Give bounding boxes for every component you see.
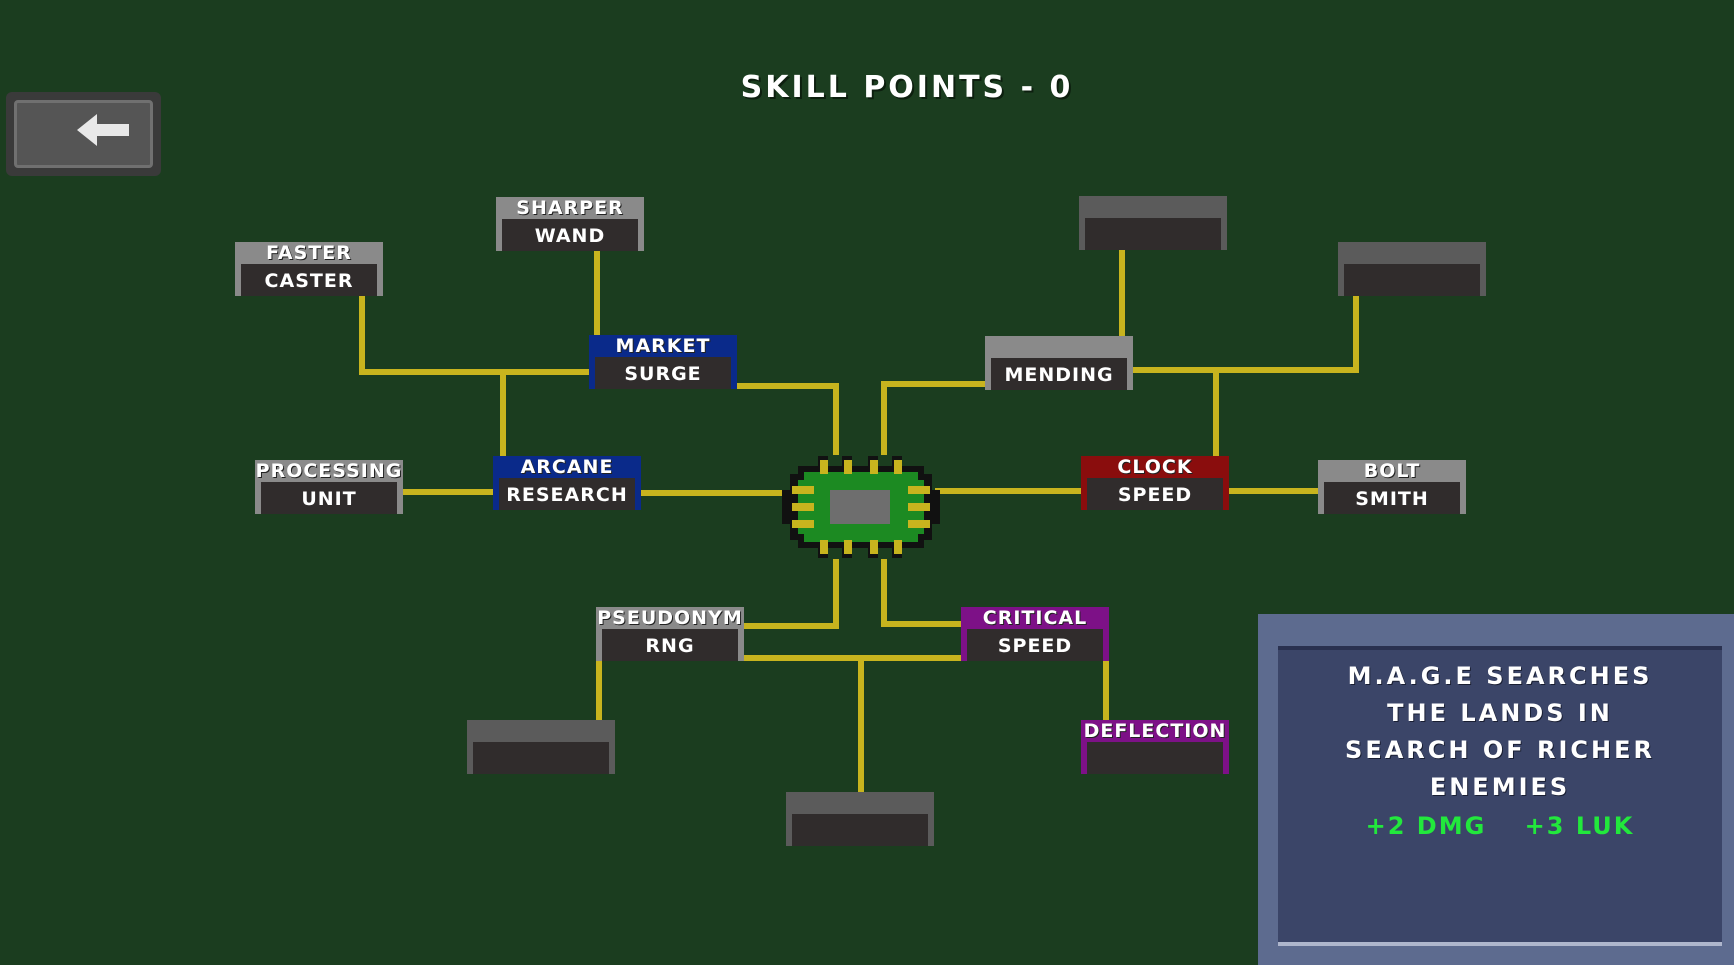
- skill-label-bottom: SPEED: [1087, 478, 1223, 510]
- skill-info-content: M.A.G.E SEARCHES THE LANDS IN SEARCH OF …: [1278, 646, 1722, 946]
- skill-label-top: DEFLECTION: [1083, 720, 1227, 742]
- skill-label-bottom: SPEED: [967, 629, 1103, 661]
- skill-slot-empty: [1344, 264, 1480, 296]
- skill-label-top: BOLT: [1363, 460, 1421, 482]
- skill-label-top: ARCANE: [520, 456, 614, 478]
- skill-node-faster-caster[interactable]: FASTER CASTER: [235, 242, 383, 296]
- skill-node-empty-bottom-left[interactable]: [467, 720, 615, 774]
- bonus-dmg: +2 DMG: [1365, 812, 1487, 840]
- back-button-face[interactable]: [14, 100, 153, 168]
- skill-label-bottom: SURGE: [595, 357, 731, 389]
- skill-node-sharper-wand[interactable]: SHARPER WAND: [496, 197, 644, 251]
- skill-label-bottom: SMITH: [1324, 482, 1460, 514]
- skill-label-bottom: CASTER: [241, 264, 377, 296]
- back-button[interactable]: [6, 92, 161, 176]
- skill-label-top: [985, 336, 1133, 356]
- skill-description: M.A.G.E SEARCHES THE LANDS IN SEARCH OF …: [1345, 662, 1655, 801]
- skill-node-processing-unit[interactable]: PROCESSING UNIT: [255, 460, 403, 514]
- skill-node-bolt-smith[interactable]: BOLT SMITH: [1318, 460, 1466, 514]
- skill-slot-empty: [473, 742, 609, 774]
- skill-bonuses: +2 DMG +3 LUK: [1278, 808, 1722, 845]
- skill-points-title: SKILL POINTS - 0: [740, 70, 1074, 105]
- skill-node-deflection[interactable]: DEFLECTION: [1081, 720, 1229, 774]
- skill-label-bottom: RNG: [602, 629, 738, 661]
- bonus-luk: +3 LUK: [1524, 812, 1635, 840]
- skill-node-mending[interactable]: MENDING: [985, 336, 1133, 390]
- skill-label-top: PROCESSING: [255, 460, 403, 482]
- skill-label-bottom: [1087, 742, 1223, 774]
- skill-node-empty-bottom[interactable]: [786, 792, 934, 846]
- skill-label-bottom: RESEARCH: [499, 478, 635, 510]
- skill-node-empty-top[interactable]: [1079, 196, 1227, 250]
- skill-label-top: CRITICAL: [982, 607, 1088, 629]
- skill-label-bottom: MENDING: [991, 358, 1127, 390]
- skill-label-top: SHARPER: [516, 197, 624, 219]
- skill-node-market-surge[interactable]: MARKET SURGE: [589, 335, 737, 389]
- skill-info-panel: M.A.G.E SEARCHES THE LANDS IN SEARCH OF …: [1258, 614, 1734, 965]
- skill-label-top: PSEUDONYM: [597, 607, 743, 629]
- skill-slot-empty: [1085, 218, 1221, 250]
- skill-slot-empty: [792, 814, 928, 846]
- skill-node-critical-speed[interactable]: CRITICAL SPEED: [961, 607, 1109, 661]
- cpu-core-icon[interactable]: [782, 450, 940, 564]
- skill-node-pseudonym-rng[interactable]: PSEUDONYM RNG: [596, 607, 744, 661]
- skill-node-empty-top-right[interactable]: [1338, 242, 1486, 296]
- arrow-left-icon: [77, 114, 129, 146]
- skill-label-bottom: UNIT: [261, 482, 397, 514]
- skill-label-top: FASTER: [266, 242, 352, 264]
- skill-label-bottom: WAND: [502, 219, 638, 251]
- skill-node-clock-speed[interactable]: CLOCK SPEED: [1081, 456, 1229, 510]
- skill-label-top: MARKET: [615, 335, 711, 357]
- skill-label-top: CLOCK: [1117, 456, 1193, 478]
- skill-node-arcane-research[interactable]: ARCANE RESEARCH: [493, 456, 641, 510]
